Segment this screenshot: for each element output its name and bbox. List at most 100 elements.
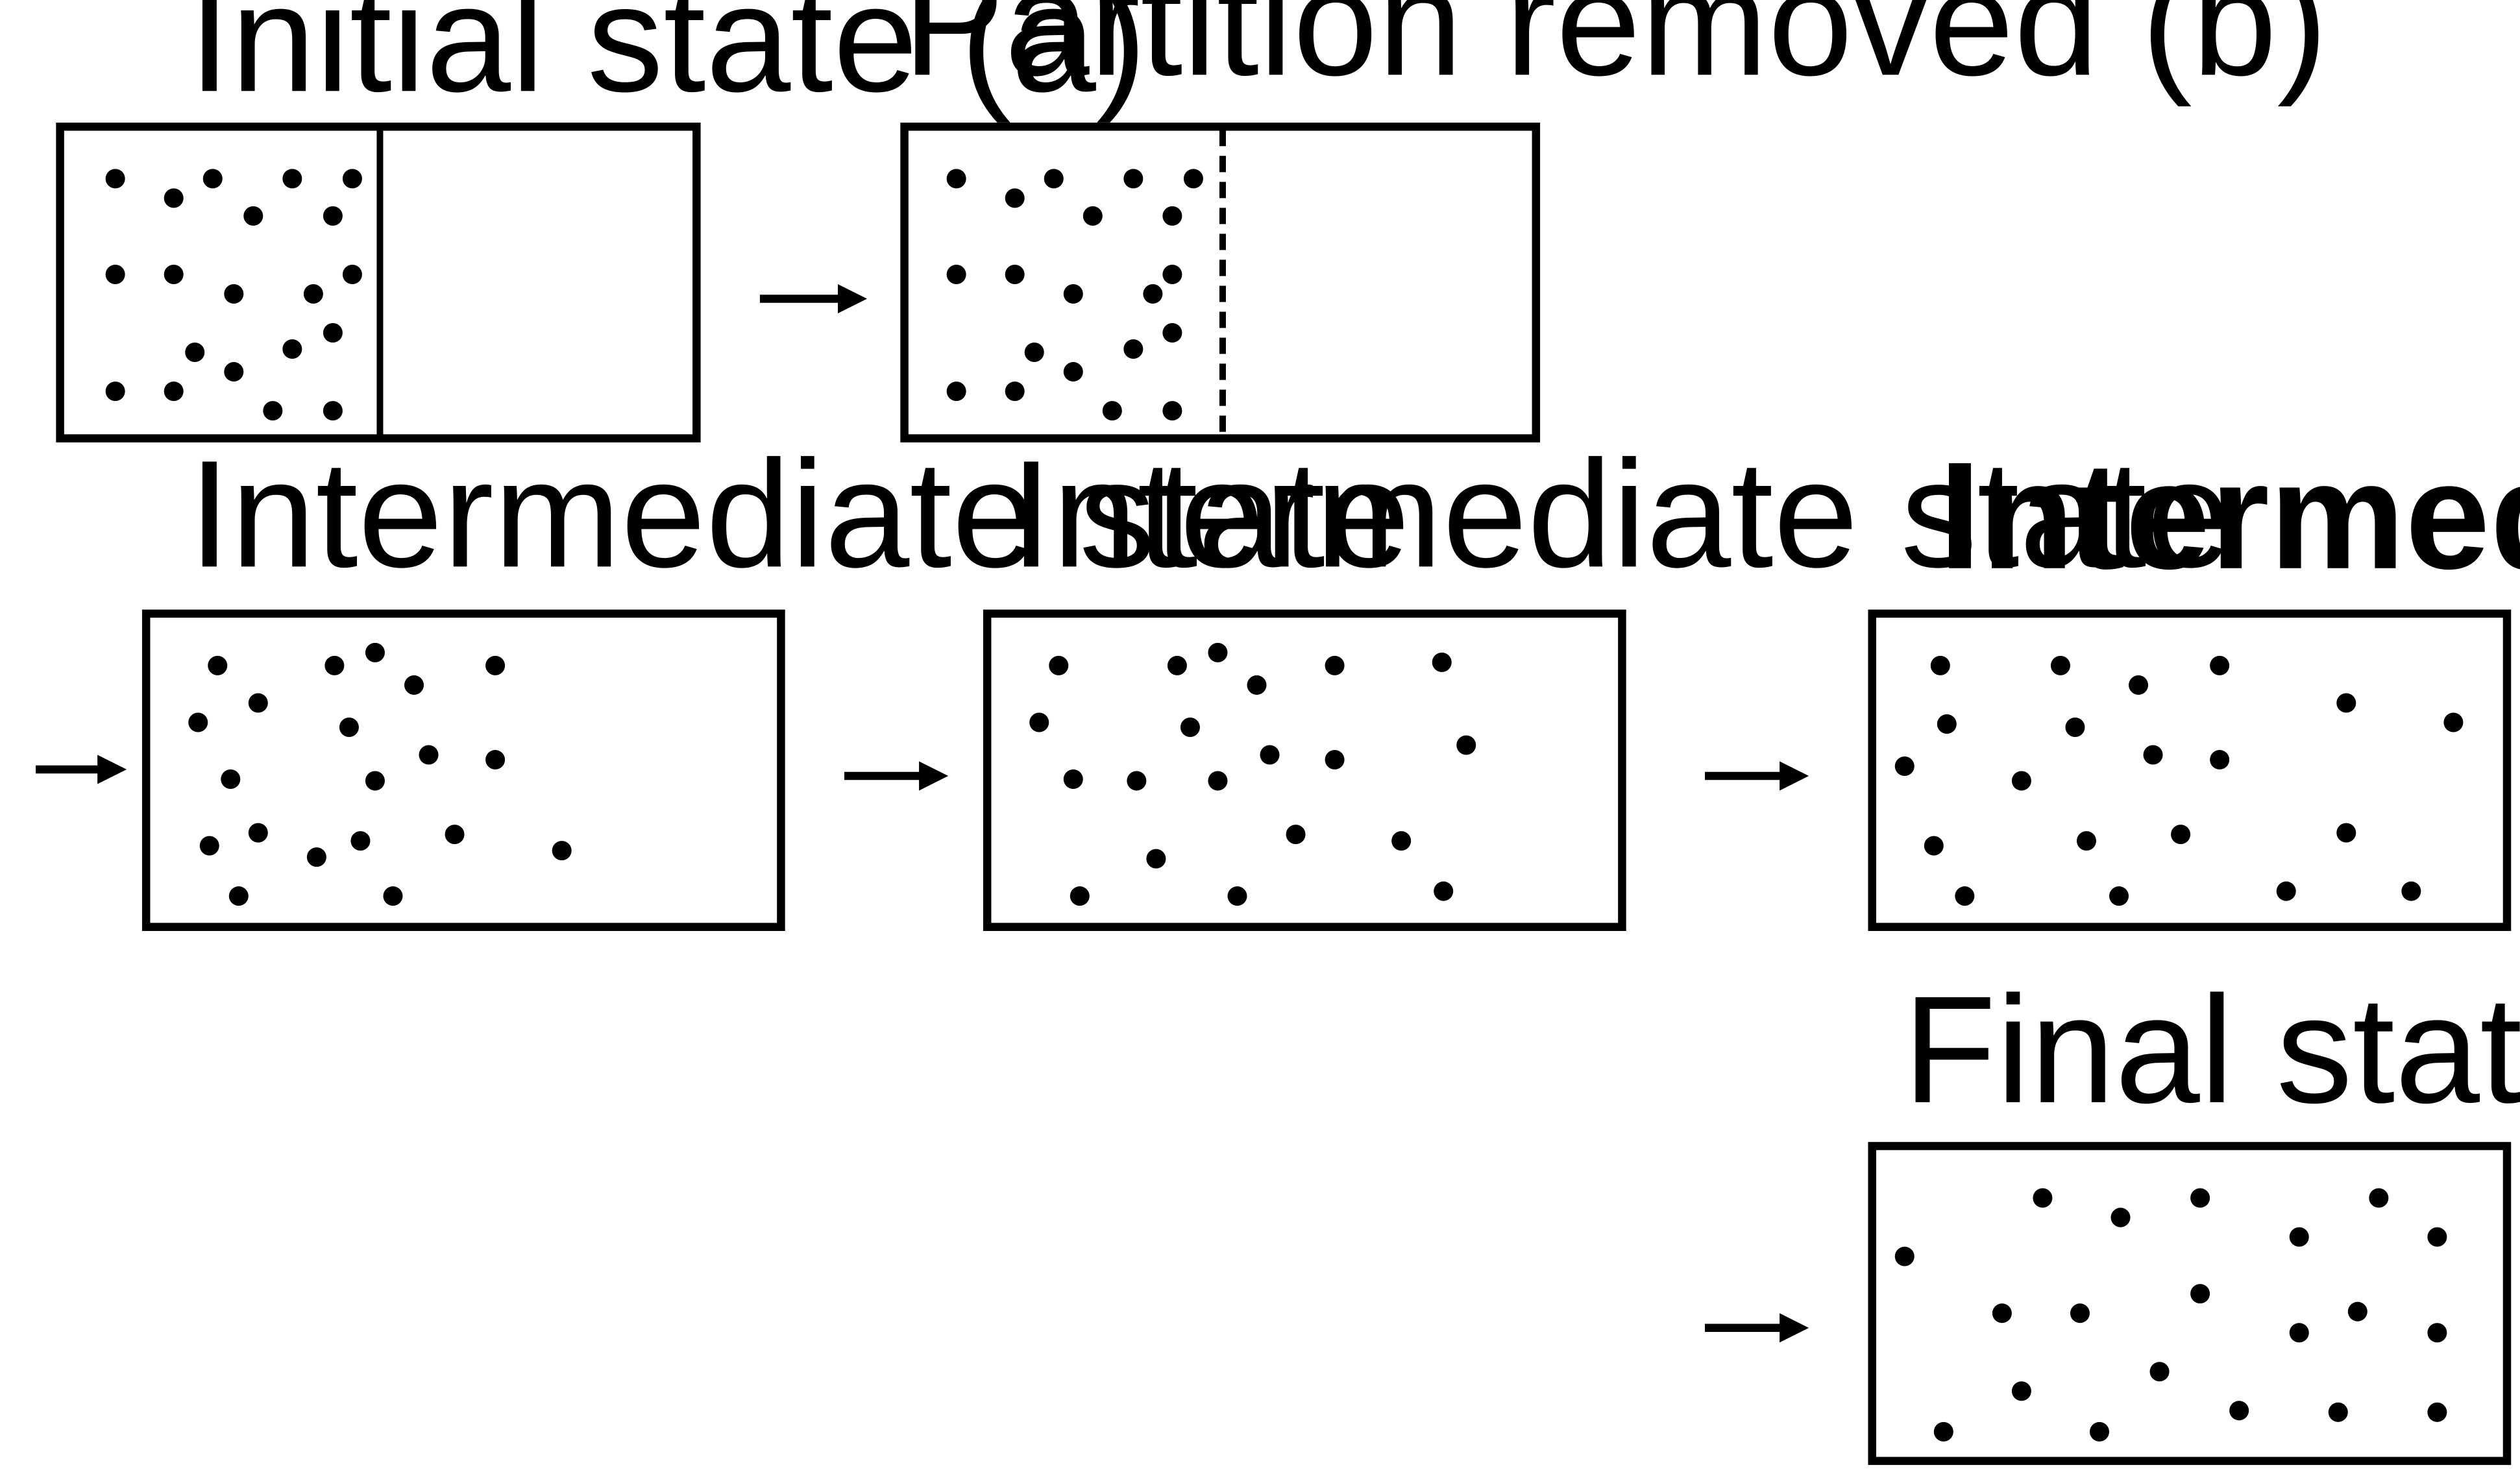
- gas-particle: [164, 264, 184, 284]
- gas-particle: [2011, 771, 2031, 791]
- gas-particle: [2289, 1323, 2309, 1343]
- gas-particle: [1955, 886, 1975, 906]
- panel-b-box: [900, 123, 1541, 442]
- gas-particle: [1070, 886, 1090, 906]
- gas-particle: [323, 401, 343, 421]
- panel-a-title: Initial state (a): [188, 0, 1147, 123]
- gas-particle: [946, 381, 966, 402]
- gas-particle: [1102, 401, 1122, 421]
- gas-particle: [1183, 169, 1203, 189]
- gas-particle: [2328, 1402, 2348, 1422]
- gas-particle: [2336, 823, 2356, 843]
- gas-particle: [2190, 1188, 2210, 1208]
- gas-particle: [324, 655, 345, 675]
- gas-particle: [224, 284, 244, 304]
- intermediate-2-box: [983, 609, 1626, 931]
- gas-particle: [350, 831, 371, 851]
- gas-particle: [1063, 362, 1083, 382]
- gas-particle: [1127, 771, 1147, 791]
- intermediate-1-box: [141, 609, 785, 931]
- gas-particle: [248, 823, 268, 843]
- gas-particle: [383, 886, 403, 906]
- intermediate-1-title: Intermediate state: [188, 428, 1410, 599]
- gas-particle: [2143, 745, 2163, 765]
- gas-particle: [1325, 750, 1345, 770]
- gas-particle: [2076, 831, 2096, 851]
- gas-particle: [1063, 769, 1083, 790]
- gas-particle: [2065, 717, 2085, 737]
- gas-particle: [282, 339, 302, 359]
- gas-particle: [365, 771, 385, 791]
- gas-particle: [199, 836, 219, 856]
- gas-particle: [2443, 712, 2464, 732]
- gas-particle: [248, 693, 268, 713]
- panel-c-particles: [1894, 1188, 2447, 1442]
- gas-particle: [1162, 206, 1182, 226]
- gas-particle: [1933, 1421, 1953, 1442]
- gas-particle: [2336, 693, 2356, 713]
- arrow-intermediate-2-to-3: [1705, 761, 1809, 791]
- gas-particle: [188, 712, 208, 732]
- panel-c-title: Final state (c): [1903, 964, 2520, 1135]
- gas-particle: [263, 401, 283, 421]
- gas-particle: [1937, 714, 1957, 734]
- arrow-a-to-b: [759, 284, 868, 313]
- panel-a-container: [56, 123, 701, 442]
- gas-particle: [1260, 745, 1280, 765]
- gas-particle: [1208, 771, 1228, 791]
- arrow-intermediate-1-to-2: [844, 761, 949, 791]
- gas-particle: [445, 825, 465, 845]
- gas-particle: [2033, 1188, 2053, 1208]
- gas-particle: [485, 655, 506, 675]
- gas-particle: [1044, 169, 1064, 189]
- gas-particle: [105, 264, 125, 284]
- gas-particle: [243, 206, 263, 226]
- gas-particle: [1894, 1246, 1914, 1266]
- intermediate-2-title: Intermediate state: [1010, 428, 2231, 599]
- gas-particle: [1029, 712, 1049, 732]
- gas-particle: [1434, 881, 1454, 901]
- gas-particle: [1146, 849, 1166, 869]
- gas-particle: [228, 886, 249, 906]
- gas-particle: [282, 169, 302, 189]
- panel-c-box: [1868, 1142, 2512, 1466]
- gas-particle: [2190, 1284, 2210, 1304]
- gas-particle: [2210, 655, 2230, 675]
- gas-particle: [404, 675, 424, 695]
- gas-particle: [323, 206, 343, 226]
- intermediate-3-title: Intermediate state: [1939, 430, 2520, 601]
- gas-particle: [1123, 339, 1144, 359]
- gas-particle: [2276, 881, 2296, 901]
- gas-particle: [2427, 1323, 2447, 1343]
- gas-particle: [2110, 1207, 2131, 1227]
- gas-particle: [2171, 825, 2191, 845]
- gas-particle: [2129, 675, 2149, 695]
- gas-particle: [1286, 825, 1306, 845]
- panel-b-title: Partition removed (b): [903, 0, 2328, 107]
- gas-particle: [303, 284, 323, 304]
- gas-particle: [2401, 881, 2421, 901]
- gas-particle: [485, 750, 506, 770]
- gas-particle: [342, 264, 362, 284]
- gas-particle: [1930, 655, 1950, 675]
- gas-particle: [1894, 756, 1914, 777]
- gas-particle: [365, 642, 385, 662]
- gas-particle: [185, 343, 205, 363]
- gas-particle: [1924, 836, 1944, 856]
- gas-particle: [2229, 1401, 2249, 1421]
- gas-particle: [2210, 750, 2230, 770]
- gas-particle: [1083, 206, 1103, 226]
- gas-particle: [323, 323, 343, 343]
- gas-particle: [1162, 323, 1182, 343]
- intermediate-3-container: [1868, 609, 2512, 931]
- gas-particle: [1123, 169, 1144, 189]
- gas-particle: [1162, 401, 1182, 421]
- gas-particle: [202, 169, 223, 189]
- panel-c-container: [1868, 1142, 2512, 1466]
- gas-particle: [2050, 655, 2070, 675]
- gas-particle: [306, 847, 326, 867]
- gas-particle: [1005, 188, 1025, 208]
- gas-particle: [1992, 1303, 2012, 1323]
- gas-particle: [221, 769, 241, 790]
- intermediate-1-particles: [188, 642, 572, 906]
